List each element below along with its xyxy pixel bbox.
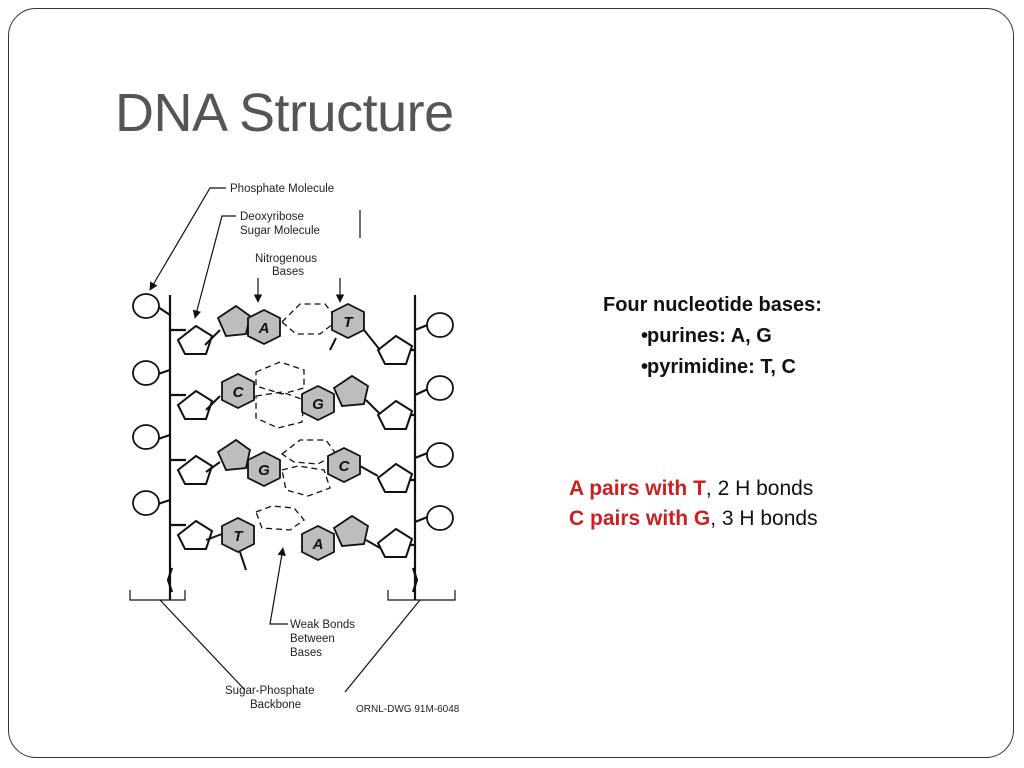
- label-leaders: [129, 187, 456, 693]
- base-letter-right-2: G: [312, 396, 324, 413]
- bullet-purines: •: [641, 325, 649, 347]
- label-weak-bonds-2: Between: [290, 633, 335, 645]
- base-letter-right-3: C: [339, 458, 351, 475]
- base-letter-left-3: G: [258, 462, 270, 479]
- slide-frame: [8, 8, 1014, 758]
- base-letter-left-2: C: [233, 384, 245, 401]
- base-pair-row-4: T A: [205, 505, 381, 571]
- left-backbone: [154, 295, 186, 600]
- pyrimidine-text: pyrimidine: T, C: [647, 356, 796, 378]
- right-phosphates: [426, 312, 454, 531]
- label-backbone-1: Sugar-Phosphate: [225, 685, 315, 697]
- slide-title: DNA Structure: [115, 83, 454, 143]
- label-nitrogenous-2: Bases: [272, 266, 304, 278]
- label-deoxyribose-2: Sugar Molecule: [240, 225, 320, 237]
- purines-item: • purines: A, G: [603, 321, 822, 352]
- pairing-info: A pairs with T, 2 H bonds C pairs with G…: [569, 474, 818, 534]
- left-phosphates: [132, 293, 160, 516]
- label-nitrogenous-1: Nitrogenous: [255, 253, 317, 265]
- pairing-at-line: A pairs with T, 2 H bonds: [569, 474, 818, 504]
- pairing-at-rest: , 2 H bonds: [705, 477, 814, 500]
- label-backbone-2: Backbone: [250, 699, 301, 711]
- bullet-pyrimidine: •: [641, 356, 649, 378]
- bases-heading: Four nucleotide bases:: [603, 294, 822, 316]
- diagram-credit: ORNL-DWG 91M-6048: [356, 704, 460, 715]
- label-phosphate: Phosphate Molecule: [230, 183, 334, 195]
- base-letter-right-1: T: [343, 314, 354, 331]
- base-pair-row-1: A T: [204, 302, 381, 351]
- left-sugars: [176, 324, 214, 550]
- base-letter-left-4: T: [233, 528, 244, 545]
- pairing-cg-highlight: C pairs with G: [569, 507, 711, 530]
- pairing-cg-rest: , 3 H bonds: [710, 507, 818, 530]
- pairing-cg-line: C pairs with G, 3 H bonds: [569, 504, 818, 534]
- base-pair-row-3: G C: [205, 438, 379, 497]
- base-letter-right-4: A: [312, 536, 324, 553]
- base-letter-left-1: A: [258, 320, 270, 337]
- base-pair-row-2: C G: [205, 361, 381, 429]
- label-weak-bonds-1: Weak Bonds: [290, 619, 355, 631]
- pairing-at-highlight: A pairs with T: [569, 477, 706, 500]
- purines-text: purines: A, G: [647, 325, 772, 347]
- right-sugars: [376, 334, 414, 558]
- pyrimidine-item: • pyrimidine: T, C: [603, 352, 822, 383]
- bases-info: Four nucleotide bases: • purines: A, G •…: [603, 290, 822, 383]
- label-deoxyribose-1: Deoxyribose: [240, 211, 304, 223]
- label-weak-bonds-3: Bases: [290, 647, 322, 659]
